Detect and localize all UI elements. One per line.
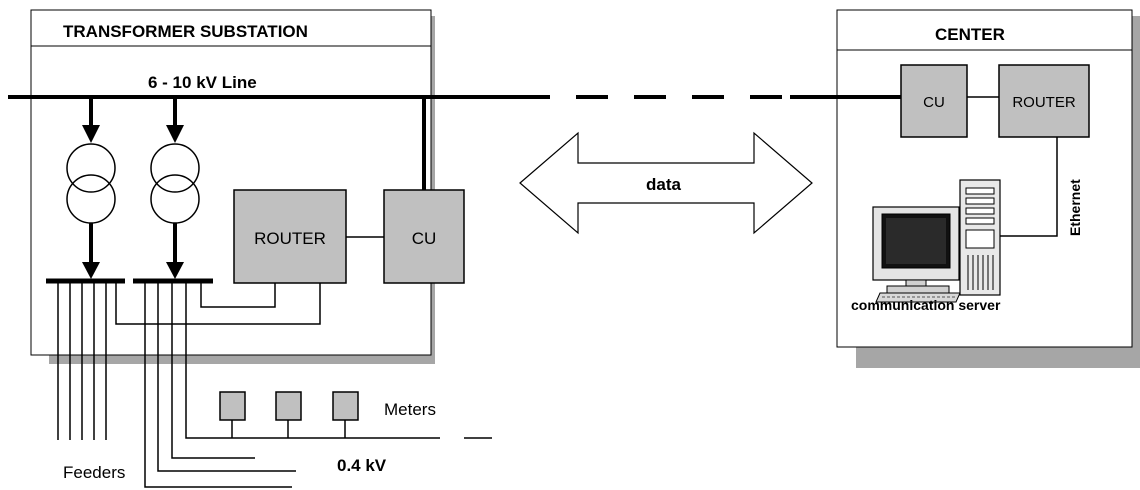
transformer-2-output-arrow xyxy=(166,262,184,279)
communication-server-icon xyxy=(872,179,1001,303)
lv-line xyxy=(157,281,296,472)
substation-panel-frame xyxy=(30,9,432,356)
meter xyxy=(275,391,302,421)
meters xyxy=(219,391,359,438)
substation-router-label: ROUTER xyxy=(254,229,326,248)
meters-label: Meters xyxy=(384,400,436,419)
transformer-1-tap-arrow xyxy=(82,125,100,143)
transformer-2-primary-winding xyxy=(150,143,200,193)
center-router-box xyxy=(998,64,1090,138)
tower-drive-bay xyxy=(965,217,995,225)
lv-distribution-lines xyxy=(144,281,512,488)
ethernet-label: Ethernet xyxy=(1067,179,1083,236)
monitor-neck xyxy=(905,279,927,287)
router-wire-bus1 xyxy=(115,281,321,325)
substation-router: ROUTER xyxy=(233,189,347,284)
meter xyxy=(332,391,359,421)
center-cu-box xyxy=(900,64,968,138)
transformer-2-tap-arrow xyxy=(166,125,184,143)
substation-title: TRANSFORMER SUBSTATION xyxy=(63,22,308,41)
transformer-1-primary-winding xyxy=(66,143,116,193)
tower-drive-bay xyxy=(965,207,995,215)
transformer-2 xyxy=(150,97,200,279)
tower-drive-bay xyxy=(965,187,995,195)
mv-line-label: 6 - 10 kV Line xyxy=(148,73,257,92)
feeder-lines xyxy=(57,281,107,440)
substation-cu: CU xyxy=(383,189,465,284)
transformer-1 xyxy=(66,97,116,279)
center-title: CENTER xyxy=(935,25,1005,44)
lv-line xyxy=(171,281,255,459)
center-cu-label: CU xyxy=(923,94,945,111)
substation-cu-box xyxy=(383,189,465,284)
monitor-base xyxy=(886,285,950,294)
voltage-label: 0.4 kV xyxy=(337,456,387,475)
center-router: ROUTER xyxy=(998,64,1090,138)
transformer-1-output-arrow xyxy=(82,262,100,279)
feeders-label: Feeders xyxy=(63,463,125,482)
ethernet-cable xyxy=(998,137,1058,237)
meter xyxy=(219,391,246,421)
substation-cu-label: CU xyxy=(412,229,437,248)
tower-panel xyxy=(965,229,995,249)
router-wire-bus2 xyxy=(200,281,276,308)
center-router-label: ROUTER xyxy=(1012,94,1076,111)
substation-router-box xyxy=(233,189,347,284)
lv-line-meter-circuit xyxy=(185,281,412,439)
communication-server-label: communication server xyxy=(851,297,1001,313)
lv-line xyxy=(144,281,292,488)
double-arrow-icon xyxy=(519,131,813,235)
monitor-screen-inner xyxy=(886,218,946,264)
tower-drive-bay xyxy=(965,197,995,205)
data-link-arrow: data xyxy=(519,131,813,235)
data-label: data xyxy=(646,175,682,194)
substation-panel: TRANSFORMER SUBSTATION xyxy=(30,9,435,364)
center-cu: CU xyxy=(900,64,968,138)
